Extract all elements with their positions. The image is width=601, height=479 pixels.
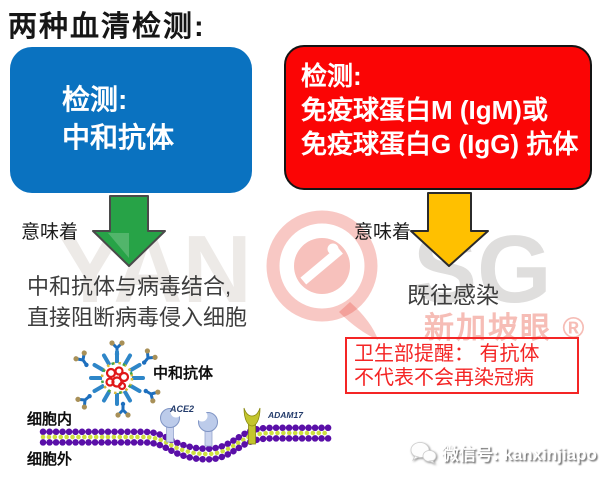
test-box-immunoglobulin: 检测: 免疫球蛋白M (IgM)或 免疫球蛋白G (IgG) 抗体 <box>284 45 592 190</box>
page-title: 两种血清检测: <box>8 11 206 43</box>
extracellular-label: 细胞外 <box>27 450 72 468</box>
warning-line: 卫生部提醒： 有抗体 <box>354 343 540 365</box>
virus-with-antibodies <box>70 338 163 420</box>
moh-warning-box: 卫生部提醒： 有抗体 不代表不会再染冠病 <box>345 337 579 394</box>
result-line: 直接阻断病毒侵入细胞 <box>27 305 248 330</box>
test-box-neutralizing-text: 检测: 中和抗体 <box>62 81 174 157</box>
result-text-right: 既往感染 <box>407 282 499 308</box>
box-line: 检测: <box>62 84 128 115</box>
adam17-label: ADAM17 <box>267 410 304 420</box>
green-arrow-facet <box>108 233 129 258</box>
result-text-left: 中和抗体与病毒结合, 直接阻断病毒侵入细胞 <box>27 271 247 333</box>
adam17-receptor <box>243 407 261 445</box>
cell-membrane-diagram: 中和抗体 细胞内 细胞外 ACE2 ADAM17 <box>27 338 335 468</box>
virus-spikes <box>89 350 145 406</box>
test-box-immunoglobulin-text: 检测: 免疫球蛋白M (IgM)或 免疫球蛋白G (IgG) 抗体 <box>301 59 578 161</box>
warning-line: 不代表不会再染冠病 <box>354 367 534 389</box>
wechat-footer: 微信号: kanxinjiapo <box>410 440 597 465</box>
virus-rna-core <box>105 366 130 391</box>
box-line: 免疫球蛋白M (IgM)或 <box>301 95 548 125</box>
cell-membrane <box>43 428 330 460</box>
yellow-down-arrow <box>410 192 489 267</box>
green-down-arrow <box>92 195 166 267</box>
wechat-icon <box>410 442 437 464</box>
means-label-right: 意味着 <box>354 222 412 243</box>
box-line: 中和抗体 <box>62 122 175 153</box>
means-label-left: 意味着 <box>21 222 79 243</box>
test-box-neutralizing: 检测: 中和抗体 <box>10 47 252 193</box>
box-line: 免疫球蛋白G (IgG) 抗体 <box>301 129 579 159</box>
box-line: 检测: <box>301 61 362 91</box>
ace2-label: ACE2 <box>169 404 194 414</box>
intracellular-label: 细胞内 <box>27 410 72 428</box>
ace2-receptors <box>160 406 218 447</box>
wechat-id-text: 微信号: kanxinjiapo <box>442 445 597 464</box>
antibody-label: 中和抗体 <box>153 364 214 382</box>
result-line: 中和抗体与病毒结合, <box>27 274 232 299</box>
